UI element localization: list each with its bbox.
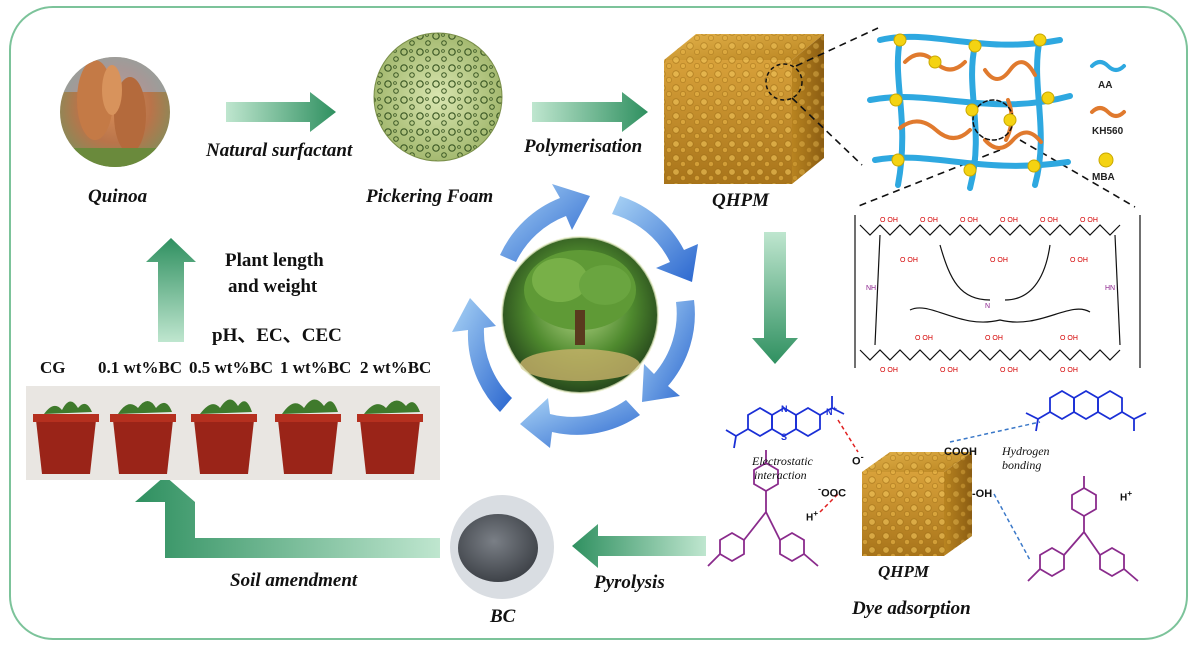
n-plus-label: N+ xyxy=(826,404,837,417)
electrostatic-label: Electrostatic xyxy=(752,454,813,468)
bc-label: BC xyxy=(490,606,516,627)
interaction-lines xyxy=(819,419,1041,561)
qhpm-bottom-label: QHPM xyxy=(878,562,929,581)
bonding-label: bonding xyxy=(1002,458,1042,472)
pot-label-0-5: 0.5 wt%BC xyxy=(189,358,274,377)
svg-text:O OH: O OH xyxy=(880,217,898,224)
svg-text:O OH: O OH xyxy=(1080,217,1098,224)
arrow-qhpm-down xyxy=(752,232,798,364)
pots xyxy=(33,399,423,474)
legend-kh560: KH560 xyxy=(1092,126,1124,137)
svg-text:O OH: O OH xyxy=(990,257,1008,264)
svg-text:O OH: O OH xyxy=(880,367,898,374)
network-legend xyxy=(1090,60,1126,168)
pot-label-2: 2 wt%BC xyxy=(360,358,432,377)
arrow-to-pots xyxy=(135,476,440,558)
hydrogen-label: Hydrogen xyxy=(1002,444,1050,458)
svg-text:O OH: O OH xyxy=(1060,335,1078,342)
svg-text:O OH: O OH xyxy=(1000,367,1018,374)
pickering-foam-photo xyxy=(373,32,503,162)
svg-text:O OH: O OH xyxy=(1000,217,1018,224)
chemical-structure xyxy=(854,215,1141,368)
o-minus-label: O- xyxy=(852,452,864,468)
pot-cg xyxy=(33,401,99,474)
quinoa-label: Quinoa xyxy=(88,186,148,207)
svg-text:O OH: O OH xyxy=(1070,257,1088,264)
oh-label: -OH xyxy=(972,488,993,500)
pickering-foam-label: Pickering Foam xyxy=(366,186,494,207)
pot-0-5 xyxy=(191,399,257,474)
pot-label-0-1: 0.1 wt%BC xyxy=(98,358,183,377)
ph-ec-cec-label: pH、EC、CEC xyxy=(212,325,342,346)
arrow-quinoa-to-foam xyxy=(226,92,336,132)
qhpm-cube-bottom xyxy=(862,452,972,556)
pot-label-1: 1 wt%BC xyxy=(280,358,352,377)
svg-text:O OH: O OH xyxy=(1060,367,1078,374)
arrow-foam-to-qhpm xyxy=(532,92,648,132)
legend-aa: AA xyxy=(1098,80,1113,91)
chemical-structure-oxygens: O OH O OH O OH O OH O OH O OH O OH O OH O OH O… xyxy=(880,217,1098,374)
ooc-label: -OOC xyxy=(818,484,847,500)
natural-surfactant-label: Natural surfactant xyxy=(206,140,353,161)
arrow-pots-up xyxy=(146,238,196,342)
plant-length-label: Plant length xyxy=(225,250,324,271)
mba-crosslink-beads xyxy=(889,33,1055,177)
nitrogen-label: N xyxy=(781,404,788,414)
interaction-label: interaction xyxy=(754,468,807,482)
svg-text:O OH: O OH xyxy=(985,335,1003,342)
svg-text:O OH: O OH xyxy=(915,335,933,342)
zoom-lines xyxy=(791,27,1136,208)
cycle-arrows xyxy=(452,184,698,448)
sulfur-label: S xyxy=(781,432,788,442)
tree-globe xyxy=(501,236,659,394)
svg-text:HN: HN xyxy=(1105,285,1115,292)
h-plus-right: H+ xyxy=(1120,488,1133,504)
quinoa-photo xyxy=(60,57,170,167)
crystal-violet-left xyxy=(707,450,819,567)
pot-label-cg: CG xyxy=(40,358,66,377)
dye-adsorption-label: Dye adsorption xyxy=(852,598,971,619)
methylene-blue-right xyxy=(1025,389,1147,432)
svg-text:O OH: O OH xyxy=(900,257,918,264)
svg-text:O OH: O OH xyxy=(1040,217,1058,224)
polymerisation-label: Polymerisation xyxy=(524,136,643,157)
cooh-label: COOH xyxy=(944,446,977,458)
chemical-structure-nitrogens: NH HN N xyxy=(866,285,1115,310)
arrow-to-bc xyxy=(572,524,706,568)
pot-0-1 xyxy=(110,401,176,474)
pot-1 xyxy=(275,399,341,474)
pyrolysis-label: Pyrolysis xyxy=(594,572,665,593)
pot-2 xyxy=(357,400,423,474)
svg-text:NH: NH xyxy=(866,285,876,292)
qhpm-top-label: QHPM xyxy=(712,190,769,211)
svg-text:O OH: O OH xyxy=(960,217,978,224)
qhpm-cube-top xyxy=(664,34,824,184)
diagram-frame xyxy=(9,6,1188,640)
svg-text:O OH: O OH xyxy=(940,367,958,374)
legend-mba: MBA xyxy=(1092,172,1115,183)
crystal-violet-right xyxy=(1027,476,1139,582)
and-weight-label: and weight xyxy=(228,276,318,297)
svg-text:O OH: O OH xyxy=(920,217,938,224)
svg-text:N: N xyxy=(985,303,990,310)
soil-amendment-label: Soil amendment xyxy=(230,570,358,591)
h-plus-left: H+ xyxy=(806,508,819,524)
bc-powder-photo xyxy=(450,495,554,599)
methylene-blue-left xyxy=(725,396,845,449)
